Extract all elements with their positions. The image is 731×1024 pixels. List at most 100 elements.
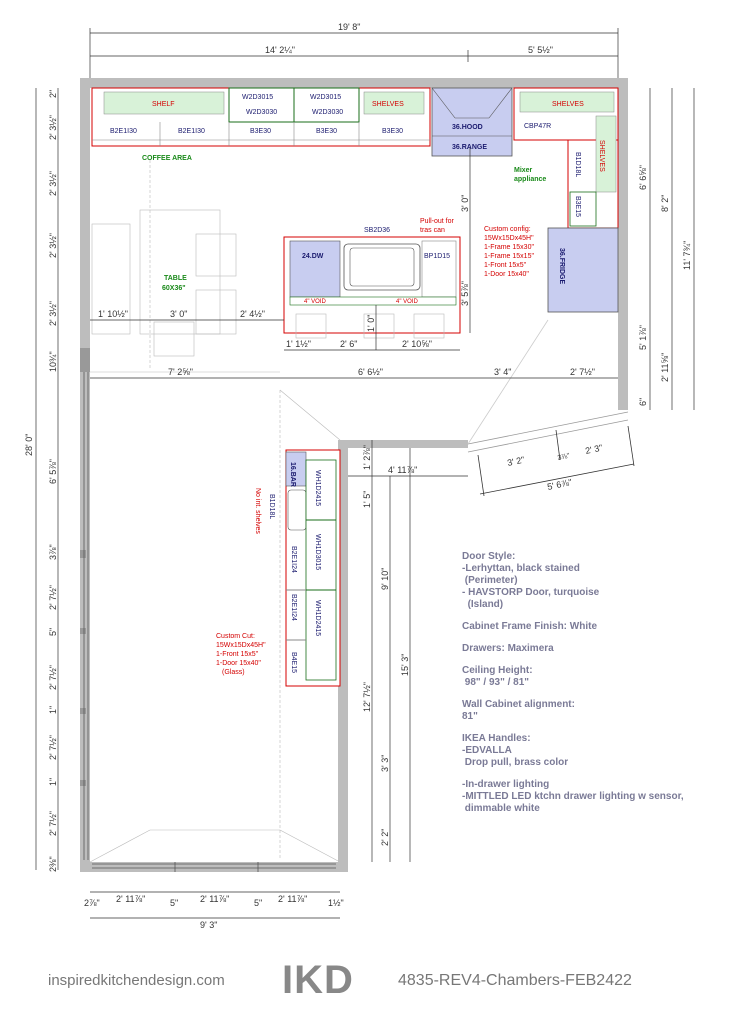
cabinet-wh1d2415-b: WH1D2415 [314,600,321,636]
pullout-label-2: tras can [420,227,445,234]
dim-bottom-2-left: 2⅞" [84,898,100,908]
custom-cut-1: Custom Cut: [216,633,255,640]
cabinet-b3e30-a: B3E30 [250,128,271,135]
dim-left-top: 2" [48,90,58,98]
ceiling-title: Ceiling Height: [462,665,533,676]
ikd-logo: IKD [282,958,354,1002]
drawers-note: Drawers: Maximera [462,643,554,654]
cabinet-b2e1i24-a: B2E1I24 [290,546,297,573]
custom-cut-5: (Glass) [222,669,245,676]
angled-wall [467,319,635,497]
cabinet-bp1d15: BP1D15 [424,253,450,260]
cabinet-shelf: SHELF [152,101,175,108]
dim-mid-6-6: 6' 6½" [358,367,383,377]
dim-right-6-6: 6' 6⅝" [638,165,648,190]
cabinet-wh1d2415-a: WH1D2415 [314,470,321,506]
pullout-label-1: Pull-out for [420,218,455,225]
cabinet-w2d3015-b: W2D3015 [310,94,341,101]
dim-table-1-10: 1' 10½" [98,309,128,319]
footer: inspiredkitchendesign.com IKD 4835-REV4-… [0,958,731,1008]
dim-left-2-3-c: 2' 3½" [48,233,58,258]
custom-cut-3: 1-Front 15x5" [216,651,259,658]
wall-align-title: Wall Cabinet alignment: [462,699,575,710]
cabinet-sb2d36: SB2D36 [364,227,390,234]
dim-mid-7-2: 7' 2⅝" [168,367,193,377]
custom-config-3: 1-Frame 15x30" [484,244,534,251]
dim-left-1-b: 1" [48,778,58,786]
cabinet-cbp47r: CBP47R [524,123,551,130]
dim-island-1-0: 1' 0" [366,315,376,332]
walls [80,78,628,872]
cabinet-b3e15: B3E15 [574,196,581,217]
floor-plan: SHELF B2E1I30 B2E1I30 W2D3015 W2D3030 W2… [24,22,695,930]
cabinet-b4e15: B4E15 [290,652,297,673]
custom-config-5: 1-Front 15x5" [484,262,527,269]
dim-angled-2-3: 2' 3" [584,443,603,456]
void-b: 4" VOID [396,299,418,305]
table-size-label: 60X36" [162,285,186,292]
dim-angled-small: 3⅞" [557,452,571,461]
fridge [547,227,619,313]
mixer-label-2: appliance [514,176,546,183]
dim-left-5: 5" [48,628,58,636]
cabinet-b2e1i24-b: B2E1I24 [290,594,297,621]
dim-bar-1-5: 1' 5" [362,491,372,508]
island [283,236,461,334]
windows [83,372,336,872]
handles-2: Drop pull, brass color [464,757,569,768]
frame-finish: Cabinet Frame Finish: White [462,621,598,632]
dim-bottom-9-3: 9' 3" [200,920,217,930]
dim-bottom-2-11-c: 2' 11⅞" [278,894,307,904]
top-cabinet-run [91,87,431,147]
custom-config-2: 15Wx15Dx45H" [484,235,534,242]
dim-left-2-7-d: 2' 7½" [48,811,58,836]
table-label: TABLE [164,275,187,282]
wall-align-value: 81" [462,711,478,722]
dim-table-2-4: 2' 4½" [240,309,265,319]
cabinet-w2d3015-a: W2D3015 [242,94,273,101]
dim-bottom-1-right: 1½" [328,898,344,908]
dim-seat-1-1: 1' 1½" [286,339,311,349]
footer-site: inspiredkitchendesign.com [48,972,225,989]
cabinet-range: 36.RANGE [452,144,487,151]
cabinet-fridge: 36.FRIDGE [558,248,565,285]
dim-bar-9-10: 9' 10" [380,568,390,590]
cabinet-hood: 36.HOOD [452,124,483,131]
dim-bar-15-3: 15' 3" [400,654,410,676]
cabinet-shelves-c: SHELVES [598,140,605,172]
dim-right-8-2: 8' 2" [660,195,670,212]
hood-range [431,87,513,157]
dim-left-2-7-a: 2' 7½" [48,585,58,610]
coffee-area-label: COFFEE AREA [142,155,192,162]
door-style-3: - HAVSTORP Door, turquoise [462,587,600,598]
cabinet-wh1d3015: WH1D3015 [314,534,321,570]
dim-mid-2-7: 2' 7½" [570,367,595,377]
lighting-1: -In-drawer lighting [462,779,550,790]
cabinet-bar: 16.BAR [289,462,296,487]
dim-left-2-7-b: 2' 7½" [48,665,58,690]
door-style-1: -Lerhyttan, black stained [462,563,580,574]
dim-bottom-5-a: 5" [170,898,178,908]
dim-angled-3-2: 3' 2" [506,455,525,468]
custom-cut-4: 1-Door 15x40" [216,660,261,667]
door-style-4: (Island) [467,599,504,610]
dim-island-3-0: 3' 0" [460,195,470,212]
dim-bottom-2-11-a: 2' 11⅞" [116,894,145,904]
dim-left-10: 10¾" [48,351,58,372]
cabinet-w2d3030-b: W2D3030 [312,109,343,116]
void-a: 4" VOID [304,299,326,305]
cabinet-b1d18l-b: B1D18L [268,494,275,519]
dim-right-6: 6" [638,398,648,406]
dim-overall-width: 19' 8" [338,22,360,32]
dim-right-5-1: 5' 1⅞" [638,325,648,350]
cabinet-dw: 24.DW [302,253,324,260]
dim-bar-4-11: 4' 11⅞" [388,465,417,475]
cabinet-w2d3030-a: W2D3030 [246,109,277,116]
dim-angled-5-6: 5' 6⅞" [546,477,572,492]
footer-reference: 4835-REV4-Chambers-FEB2422 [398,972,632,989]
dim-left-2-3-a: 2' 3½" [48,115,58,140]
dim-mid-3-4: 3' 4" [494,367,511,377]
lighting-3: dimmable white [464,803,540,814]
dim-top-left-run: 14' 2¼" [265,45,295,55]
dashed-furniture [89,160,445,863]
